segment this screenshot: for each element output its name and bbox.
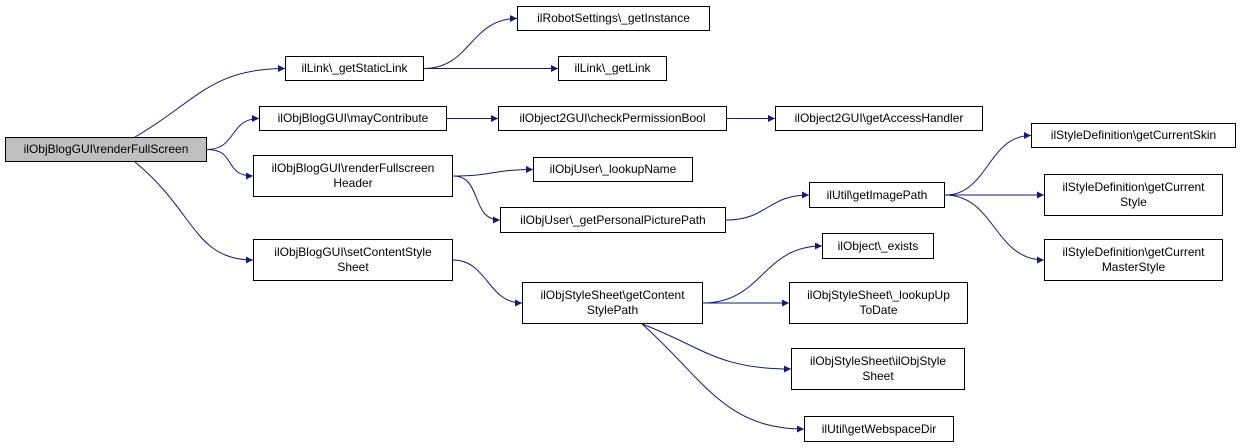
node-root: ilObjBlogGUI\renderFullScreen	[5, 137, 207, 162]
edge-root-to-renderFullscreenHeader	[206, 149, 254, 180]
node-label: ilStyleDefinition\getCurrent MasterStyle	[1062, 245, 1205, 274]
node-label: ilUtil\getImagePath	[826, 187, 928, 202]
edge-root-to-mayContribute	[206, 115, 260, 150]
node-get-personal-picture-path[interactable]: ilObjUser\_getPersonalPicturePath	[500, 207, 726, 233]
edge-root-to-getStaticLink	[134, 65, 286, 138]
node-get-webspace-dir[interactable]: ilUtil\getWebspaceDir	[804, 416, 954, 442]
node-label: ilLink\_getLink	[574, 61, 651, 75]
node-label: ilRobotSettings\_getInstance	[537, 11, 690, 25]
node-get-static-link[interactable]: ilLink\_getStaticLink	[285, 56, 424, 81]
node-render-fullscreen-header[interactable]: ilObjBlogGUI\renderFullscreen Header	[253, 155, 453, 197]
node-label: ilObject2GUI\checkPermissionBool	[519, 111, 706, 125]
node-get-content-style-path[interactable]: ilObjStyleSheet\getContent StylePath	[522, 282, 703, 324]
edge-getImagePath-to-getCurrentMasterStyle	[944, 194, 1045, 264]
node-label: ilObjUser\_lookupName	[549, 162, 677, 176]
node-get-access-handler[interactable]: ilObject2GUI\getAccessHandler	[775, 106, 983, 131]
edge-root-to-setContentStyleSheet	[134, 161, 254, 264]
node-label: ilObject2GUI\getAccessHandler	[794, 111, 964, 125]
node-label: ilLink\_getStaticLink	[301, 61, 408, 75]
node-lookup-up-to-date[interactable]: ilObjStyleSheet\_lookupUp ToDate	[789, 282, 968, 324]
node-get-link[interactable]: ilLink\_getLink	[558, 56, 667, 81]
edge-getImagePath-to-getCurrentSkin	[944, 132, 1032, 196]
node-label: ilObjBlogGUI\renderFullScreen	[23, 142, 189, 156]
node-label: ilUtil\getWebspaceDir	[821, 421, 937, 436]
edge-getContentStylePath-to-getWebspaceDir	[641, 323, 805, 433]
node-get-current-style[interactable]: ilStyleDefinition\getCurrent Style	[1044, 174, 1223, 216]
node-get-current-master-style[interactable]: ilStyleDefinition\getCurrent MasterStyle	[1044, 239, 1223, 281]
node-set-content-style-sheet[interactable]: ilObjBlogGUI\setContentStyle Sheet	[253, 239, 453, 281]
node-label: ilObjStyleSheet\_lookupUp ToDate	[807, 288, 950, 317]
node-check-permission-bool[interactable]: ilObject2GUI\checkPermissionBool	[498, 106, 727, 131]
node-label: ilObjBlogGUI\renderFullscreen Header	[271, 161, 435, 190]
node-lookup-name[interactable]: ilObjUser\_lookupName	[533, 157, 693, 182]
node-label: ilStyleDefinition\getCurrent Style	[1062, 180, 1205, 209]
node-label: ilObjStyleSheet\getContent StylePath	[540, 288, 685, 317]
node-label: ilObjUser\_getPersonalPicturePath	[520, 212, 706, 227]
node-object-exists[interactable]: ilObject\_exists	[822, 233, 934, 259]
node-may-contribute[interactable]: ilObjBlogGUI\mayContribute	[259, 106, 447, 131]
edge-getPersonalPicturePath-to-getImagePath	[725, 191, 810, 221]
edge-renderFullscreenHeader-to-getPersonalPicturePath	[452, 175, 501, 224]
edge-setContentStyleSheet-to-getContentStylePath	[452, 259, 523, 307]
node-get-current-skin[interactable]: ilStyleDefinition\getCurrentSkin	[1031, 123, 1236, 148]
node-robot-settings-get-instance[interactable]: ilRobotSettings\_getInstance	[517, 6, 710, 31]
node-label: ilStyleDefinition\getCurrentSkin	[1050, 128, 1217, 142]
node-label: ilObjStyleSheet\ilObjStyle Sheet	[809, 354, 947, 383]
edge-getStaticLink-to-robotSettings	[423, 15, 518, 69]
edge-renderFullscreenHeader-to-lookupName	[452, 166, 534, 177]
node-label: ilObjBlogGUI\setContentStyle Sheet	[274, 245, 432, 274]
node-get-image-path[interactable]: ilUtil\getImagePath	[809, 182, 945, 208]
node-il-obj-style-sheet[interactable]: ilObjStyleSheet\ilObjStyle Sheet	[791, 348, 965, 390]
node-label: ilObjBlogGUI\mayContribute	[277, 111, 429, 125]
edge-getContentStylePath-to-ilObjStyleSheet	[641, 323, 792, 373]
node-label: ilObject\_exists	[837, 238, 919, 253]
edge-getContentStylePath-to-objectExists	[702, 242, 823, 304]
